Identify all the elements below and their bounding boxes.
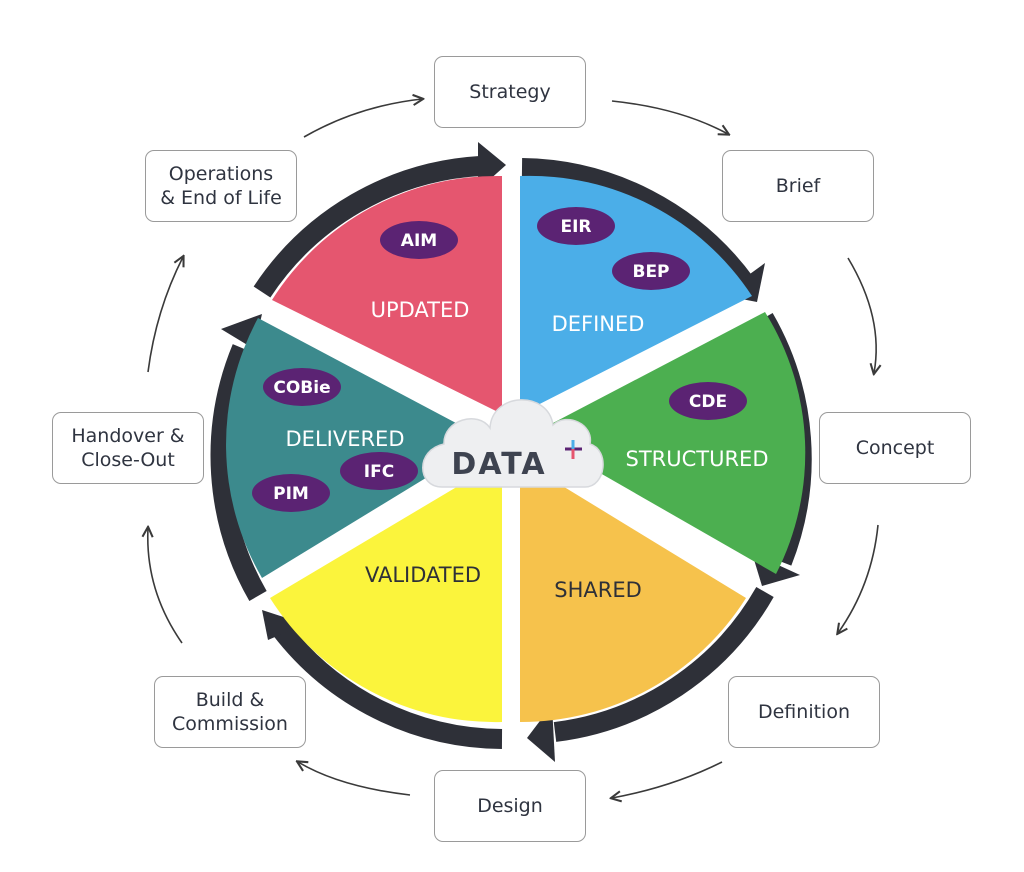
stage-box-handover: Handover & Close-Out	[52, 412, 204, 484]
connector-handover-operations	[147, 257, 183, 373]
ring-arrow-bottom-left	[262, 610, 305, 640]
segment-label-delivered: DELIVERED	[286, 427, 405, 451]
connector-concept-definition	[838, 524, 879, 633]
segment-label-updated: UPDATED	[371, 298, 470, 322]
segment-label-structured: STRUCTURED	[625, 447, 768, 471]
badges: EIR BEP CDE COBie IFC PIM	[252, 207, 747, 512]
badge-eir: EIR	[537, 207, 615, 245]
badge-cobie: COBie	[263, 368, 341, 406]
stage-box-definition: Definition	[728, 676, 880, 748]
plus-icon	[565, 440, 582, 459]
connector-build-handover	[148, 528, 183, 644]
ring-arc-bottom-left	[272, 621, 503, 749]
svg-text:EIR: EIR	[560, 217, 591, 237]
connector-brief-concept	[847, 257, 876, 373]
stage-box-concept: Concept	[819, 412, 971, 484]
ring-arc-bottom-right	[553, 587, 774, 742]
svg-text:BEP: BEP	[632, 262, 669, 282]
stage-box-build: Build & Commission	[154, 676, 306, 748]
stage-label-brief: Brief	[775, 175, 821, 197]
stage-label-handover: Handover & Close-Out	[71, 425, 185, 471]
ring-arc-left	[210, 344, 267, 601]
segment-validated	[270, 460, 502, 723]
data-logo-text: DATA	[451, 447, 546, 482]
stage-box-brief: Brief	[722, 150, 874, 222]
stage-label-operations: Operations & End of Life	[160, 163, 282, 209]
stage-label-design: Design	[477, 795, 543, 817]
svg-text:AIM: AIM	[401, 231, 437, 251]
ring-arc-top-left	[253, 156, 481, 298]
connector-definition-design	[612, 761, 723, 798]
badge-cde: CDE	[669, 382, 747, 420]
connector-strategy-brief	[611, 100, 728, 134]
segment-label-defined: DEFINED	[552, 312, 645, 336]
stage-box-strategy: Strategy	[434, 56, 586, 128]
stage-label-definition: Definition	[757, 701, 850, 723]
connector-design-build	[298, 762, 411, 796]
svg-text:IFC: IFC	[364, 462, 394, 482]
segment-label-validated: VALIDATED	[365, 563, 481, 587]
segment-shared	[520, 460, 746, 723]
svg-text:PIM: PIM	[273, 484, 309, 504]
badge-bep: BEP	[612, 252, 690, 290]
stage-label-build: Build & Commission	[172, 689, 288, 735]
stage-box-operations: Operations & End of Life	[145, 150, 297, 222]
connector-operations-strategy	[303, 99, 422, 138]
badge-pim: PIM	[252, 474, 330, 512]
segment-label-shared: SHARED	[554, 578, 642, 602]
stage-label-concept: Concept	[855, 437, 935, 459]
badge-aim: AIM	[380, 221, 458, 259]
stage-connectors	[148, 99, 878, 798]
stage-box-design: Design	[434, 770, 586, 842]
svg-text:CDE: CDE	[689, 392, 727, 412]
stage-label-strategy: Strategy	[469, 81, 551, 103]
ring-arc-right-upper	[521, 158, 755, 290]
cloud-icon	[422, 399, 604, 488]
data-cloud-logo: DATA	[422, 399, 604, 488]
svg-text:COBie: COBie	[273, 378, 330, 398]
segment-structured	[532, 312, 806, 574]
badge-ifc: IFC	[340, 452, 418, 490]
